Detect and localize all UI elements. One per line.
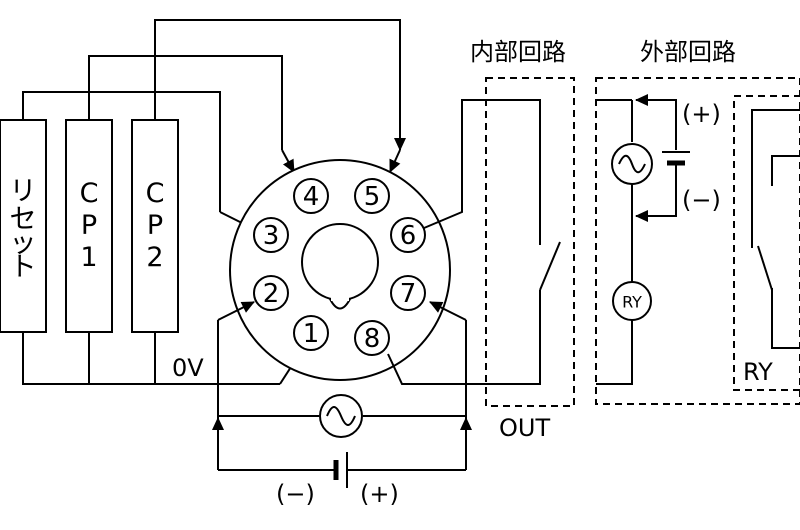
pin-number: 3	[263, 221, 280, 251]
pin-2: 2	[253, 275, 289, 311]
pin7-arrow-wire	[429, 301, 467, 321]
bottom-minus-label: (−)	[276, 480, 315, 508]
cp1-label-char: C	[80, 178, 99, 209]
pin2-arrow-wire	[217, 301, 255, 321]
pin-3: 3	[253, 217, 289, 253]
reset-to-pin3-wire	[22, 91, 221, 212]
cp1-to-pin4-wire	[88, 55, 283, 150]
pin-number: 7	[400, 279, 417, 309]
pin-number: 6	[400, 221, 417, 251]
external-return-wire	[596, 320, 633, 385]
ry-coil-icon: RY	[612, 281, 652, 321]
pin4-arrow-wire	[281, 149, 295, 173]
pin-1: 1	[293, 315, 329, 351]
battery-icon	[333, 452, 348, 488]
reset-label-char: セ	[10, 204, 37, 235]
pin6-out-wire	[423, 99, 541, 245]
socket-center-hub	[301, 223, 379, 301]
pin5-arrow-wire	[389, 149, 401, 173]
pin-7: 7	[390, 275, 426, 311]
socket-key-mask	[331, 292, 349, 301]
external-circuit-boundary	[595, 77, 800, 405]
external-circuit: 外部回路 RY (+) (−) RY	[595, 38, 800, 405]
internal-circuit-boundary	[485, 77, 575, 407]
pin-number: 1	[303, 319, 320, 349]
ry-contact-wire	[771, 288, 800, 349]
pin-5: 5	[354, 178, 390, 214]
cp1-label-char: 1	[80, 242, 97, 273]
reset-label-char: ト	[10, 252, 37, 283]
out-label: OUT	[499, 414, 550, 442]
dc-branch-wire	[635, 165, 677, 222]
relay-socket: 4 5 3 6 2 7 1 8	[229, 159, 451, 381]
cp1-label-char: P	[81, 210, 97, 241]
pin-6: 6	[390, 217, 426, 253]
input-boxes: リ セ ッ ト C P 1 C P 2	[0, 119, 179, 333]
ac-source-icon	[611, 143, 653, 185]
pin-number: 5	[364, 182, 381, 212]
ry-contact-wire	[751, 109, 800, 248]
internal-circuit-title: 内部回路	[470, 38, 566, 66]
pin-number: 2	[263, 279, 280, 309]
bottom-plus-label: (+)	[360, 480, 399, 508]
cp1-input-box	[65, 119, 113, 333]
internal-circuit: 内部回路 OUT	[387, 38, 575, 442]
external-circuit-title: 外部回路	[640, 38, 736, 66]
pin-number: 4	[303, 182, 320, 212]
cp2-to-pin5-wire	[154, 19, 406, 151]
reset-label-char: リ	[10, 176, 37, 207]
power-supply: (−) (+)	[212, 301, 472, 508]
common-zero-v-wire	[22, 332, 280, 385]
ac-source-icon	[319, 394, 363, 438]
ry-coil-label: RY	[622, 293, 642, 312]
pin-4: 4	[293, 178, 329, 214]
socket-key-notch	[329, 298, 351, 310]
reset-label-char: ッ	[10, 228, 37, 259]
ry-relay-boundary	[733, 95, 800, 391]
pin8-out-wire	[387, 290, 541, 385]
switch-contact-icon	[757, 245, 773, 291]
pin-number: 8	[364, 324, 381, 354]
cp2-label-char: P	[147, 210, 163, 241]
cp2-label-char: C	[146, 178, 165, 209]
battery-icon	[662, 151, 690, 166]
dc-branch-wire	[635, 94, 677, 150]
zero-v-label: 0V	[172, 354, 204, 382]
cp2-label-char: 2	[146, 242, 163, 273]
ry-box-label: RY	[743, 358, 773, 386]
plus-label: (+)	[682, 100, 721, 128]
ry-contact-wire	[771, 155, 800, 186]
switch-contact-icon	[539, 241, 561, 291]
reset-input-box	[0, 119, 47, 333]
minus-label: (−)	[682, 186, 721, 214]
pin-8: 8	[354, 320, 390, 356]
